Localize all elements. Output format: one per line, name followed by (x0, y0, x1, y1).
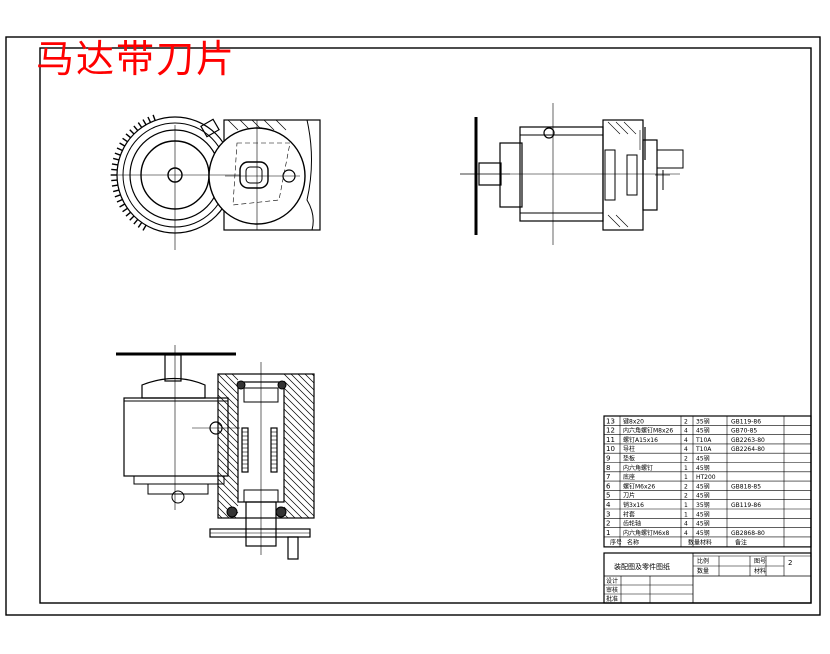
parts-cell-qty: 2 (684, 456, 688, 463)
parts-cell-qty: 2 (684, 483, 688, 490)
parts-cell-qty: 4 (684, 437, 688, 444)
parts-cell-material: 45钢 (696, 455, 710, 463)
approve-label: 批准 (606, 595, 618, 603)
parts-cell-qty: 4 (684, 446, 688, 453)
parts-cell-no: 5 (606, 492, 610, 500)
parts-cell-name: 螺钉A15x16 (623, 436, 658, 444)
parts-cell-name: 内六角螺钉M8x26 (623, 427, 673, 435)
parts-cell-no: 11 (606, 436, 615, 444)
parts-cell-material: 45钢 (696, 427, 710, 435)
parts-cell-material: 35钢 (696, 501, 710, 509)
parts-cell-no: 13 (606, 417, 615, 425)
parts-cell-material: T10A (695, 437, 712, 444)
title-block-name: 装配图及零件图纸 (614, 562, 670, 571)
parts-cell-no: 12 (606, 427, 615, 435)
parts-cell-standard: GB119-86 (731, 502, 761, 509)
parts-cell-name: 垫板 (623, 455, 635, 463)
outer-border (5, 36, 821, 616)
title-block: 装配图及零件图纸 比例 数量 图号 材料 2 设计 审核 批准 (603, 552, 812, 604)
material-label: 材料 (754, 567, 766, 575)
parts-cell-qty: 4 (684, 530, 688, 537)
parts-header-material: 材料 (700, 538, 712, 546)
parts-cell-name: 键8x20 (623, 417, 644, 425)
sheet-number: 2 (788, 559, 792, 567)
parts-cell-name: 销3x16 (623, 501, 644, 509)
parts-cell-name: 内六角螺钉 (623, 464, 653, 472)
parts-cell-name: 底座 (623, 473, 635, 481)
parts-cell-no: 3 (606, 510, 610, 518)
side-section-view (460, 103, 684, 245)
parts-cell-no: 9 (606, 455, 610, 463)
gear-teeth (111, 114, 156, 231)
parts-cell-material: 35钢 (696, 417, 710, 425)
parts-cell-no: 1 (606, 529, 610, 537)
parts-cell-standard: GB2264-80 (731, 446, 765, 453)
parts-cell-qty: 2 (684, 493, 688, 500)
parts-cell-material: T10A (695, 446, 712, 453)
parts-cell-qty: 4 (684, 521, 688, 528)
parts-cell-qty: 1 (684, 465, 688, 472)
front-section-view (116, 345, 315, 560)
sheet-label: 图号 (754, 558, 766, 565)
parts-cell-standard: GB2868-80 (731, 530, 765, 537)
parts-cell-standard: GB818-85 (731, 483, 761, 490)
parts-cell-qty: 1 (684, 511, 688, 518)
parts-cell-qty: 1 (684, 502, 688, 509)
parts-cell-no: 8 (606, 464, 610, 472)
parts-cell-no: 4 (606, 501, 611, 509)
qty-label: 数量 (697, 567, 709, 575)
parts-cell-qty: 1 (684, 474, 688, 481)
parts-cell-standard: GB70-85 (731, 428, 757, 435)
parts-header-no: 序号 (610, 538, 622, 546)
top-view-gear-blade (110, 114, 321, 250)
design-label: 设计 (606, 577, 618, 585)
parts-cell-standard: GB119-86 (731, 418, 761, 425)
parts-cell-name: 内六角螺钉M6x8 (623, 529, 670, 537)
parts-cell-name: 导柱 (623, 445, 635, 453)
parts-cell-standard: GB2263-80 (731, 437, 765, 444)
parts-cell-name: 齿轮轴 (623, 520, 641, 528)
parts-cell-qty: 2 (684, 418, 688, 425)
check-label: 审核 (606, 586, 618, 594)
drawing-title: 马达带刀片 (36, 37, 236, 81)
parts-header-standard: 备注 (735, 538, 747, 546)
parts-cell-qty: 4 (684, 428, 688, 435)
parts-cell-material: 45钢 (696, 520, 710, 528)
parts-cell-material: HT200 (696, 474, 716, 481)
parts-cell-name: 螺钉M6x26 (623, 482, 655, 490)
parts-cell-no: 10 (606, 445, 615, 453)
parts-header-name: 名称 (627, 538, 639, 546)
parts-cell-material: 45钢 (696, 482, 710, 490)
parts-header-qty: 数量 (688, 538, 700, 546)
parts-cell-material: 45钢 (696, 464, 710, 472)
parts-cell-name: 衬套 (623, 510, 635, 518)
parts-cell-name: 刀片 (623, 492, 635, 500)
scale-label: 比例 (697, 557, 709, 565)
parts-cell-no: 6 (606, 482, 611, 490)
parts-cell-material: 45钢 (696, 510, 710, 518)
parts-cell-no: 2 (606, 520, 610, 528)
parts-cell-material: 45钢 (696, 529, 710, 537)
inner-border (39, 47, 812, 604)
parts-cell-material: 45钢 (696, 492, 710, 500)
parts-cell-no: 7 (606, 473, 610, 481)
